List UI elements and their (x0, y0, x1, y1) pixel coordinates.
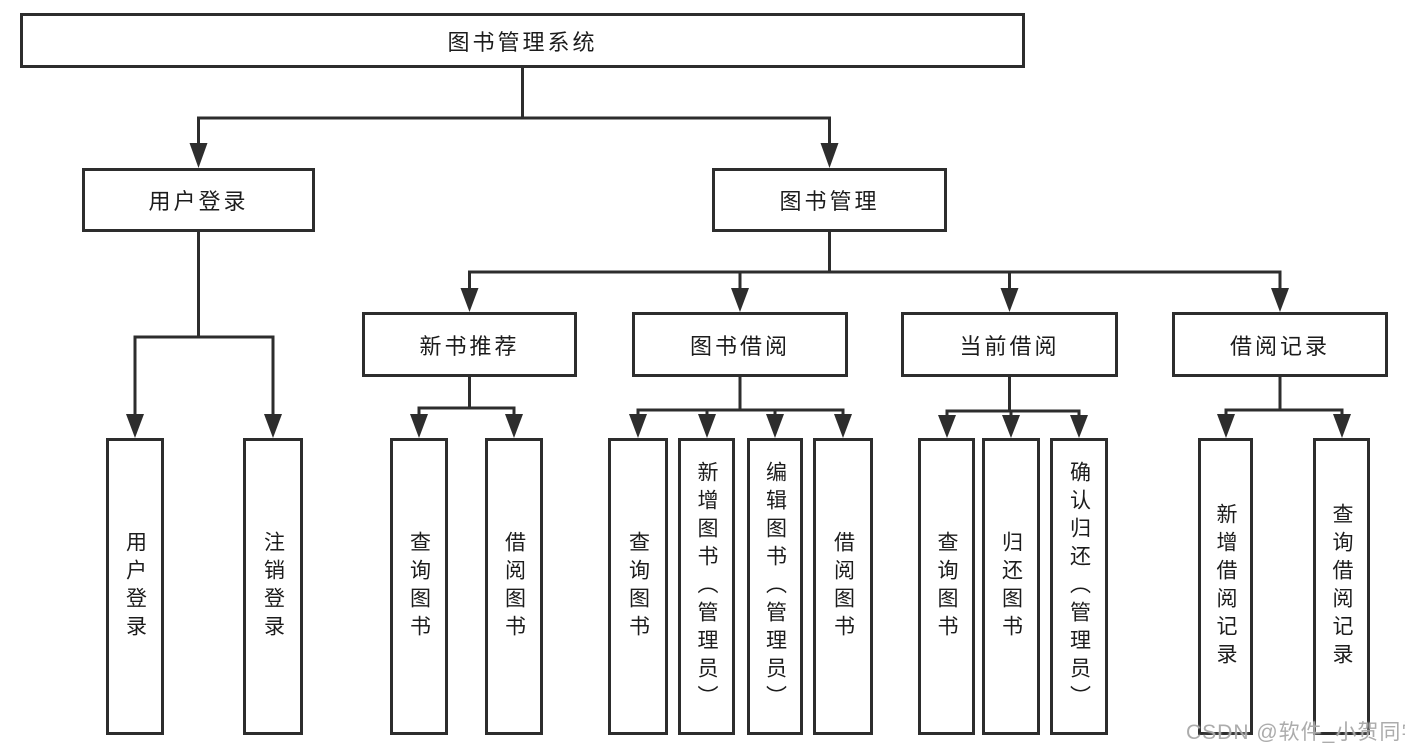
leaf-user-login: 用户登录 (106, 438, 164, 735)
connector-current-borrow-to-leaves (938, 375, 1088, 438)
node-user-login: 用户登录 (82, 168, 315, 232)
leaf-query-borrow-record: 查询借阅记录 (1313, 438, 1370, 735)
connector-root-to-level2 (189, 66, 839, 168)
node-book-management: 图书管理 (712, 168, 947, 232)
leaf-logout: 注销登录 (243, 438, 303, 735)
node-borrow-records: 借阅记录 (1172, 312, 1388, 377)
leaf-edit-books-admin: 编辑图书（管理员） (747, 438, 803, 735)
connector-book-mgmt-to-level3 (460, 230, 1289, 312)
leaf-query-books-borrow: 查询图书 (608, 438, 668, 735)
node-current-borrow: 当前借阅 (901, 312, 1118, 377)
connector-borrow-records-to-leaves (1217, 375, 1351, 438)
connector-new-book-rec-to-leaves (410, 375, 523, 438)
csdn-watermark: CSDN @软件_小贺同学 (1186, 721, 1405, 744)
leaf-query-books-current: 查询图书 (918, 438, 975, 735)
leaf-borrow-books: 借阅图书 (813, 438, 873, 735)
leaf-query-books-recommend: 查询图书 (390, 438, 448, 735)
leaf-add-books-admin: 新增图书（管理员） (678, 438, 735, 735)
leaf-add-borrow-record: 新增借阅记录 (1198, 438, 1253, 735)
connector-user-login-to-leaves (126, 230, 282, 438)
node-root-library-system: 图书管理系统 (20, 13, 1025, 68)
leaf-return-books: 归还图书 (982, 438, 1040, 735)
leaf-borrow-books-recommend: 借阅图书 (485, 438, 543, 735)
leaf-confirm-return-admin: 确认归还（管理员） (1050, 438, 1108, 735)
node-book-borrow: 图书借阅 (632, 312, 848, 377)
connector-book-borrow-to-leaves (629, 375, 852, 438)
node-new-book-recommend: 新书推荐 (362, 312, 577, 377)
